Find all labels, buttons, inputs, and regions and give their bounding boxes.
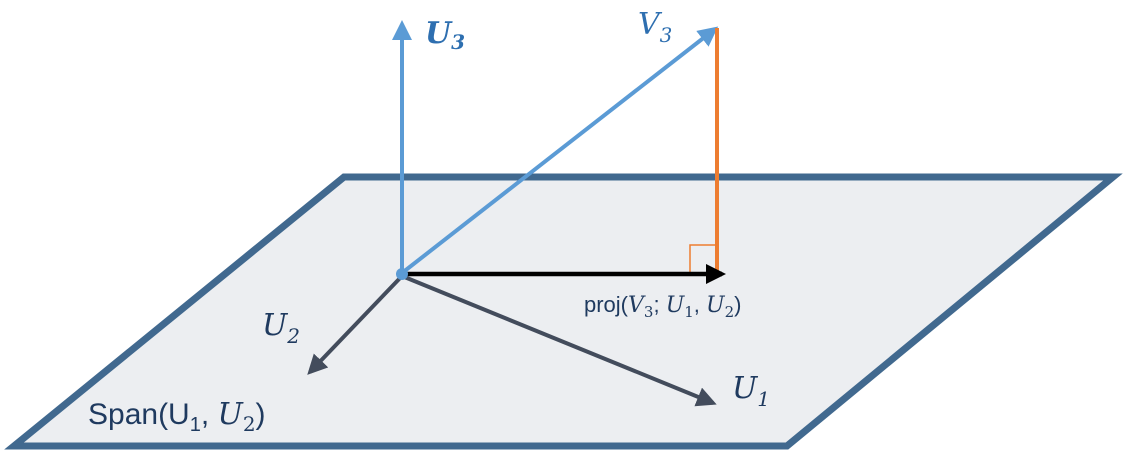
- u1-label-sub: 1: [757, 387, 770, 411]
- proj-sep: ;: [653, 292, 665, 317]
- proj-prefix: proj(: [584, 292, 629, 317]
- span-suffix: ): [256, 398, 266, 431]
- u3-label: U3: [425, 16, 465, 54]
- span-comma: ,: [201, 398, 218, 431]
- proj-u2-main: U: [706, 293, 726, 318]
- u2-vector: [307, 274, 404, 375]
- u3-label-sub: 3: [451, 30, 465, 54]
- span-prefix: Span(U: [88, 398, 190, 431]
- span-label: Span(U1, U2): [88, 397, 266, 436]
- right-angle-marker: [689, 244, 717, 274]
- u3-label-main: U: [425, 16, 453, 51]
- proj-v-main: V: [628, 293, 646, 318]
- proj-v-sub: 3: [644, 303, 654, 321]
- u2-label: U2: [262, 308, 300, 348]
- span-u2-sub: 2: [243, 412, 256, 436]
- u1-label: U1: [732, 371, 770, 411]
- proj-suffix: ): [734, 292, 741, 317]
- proj-u1-main: U: [666, 293, 686, 318]
- v3-label-main: V: [638, 7, 663, 42]
- proj-u2-sub: 2: [725, 303, 735, 321]
- u1-label-main: U: [732, 371, 759, 406]
- u2-label-sub: 2: [286, 324, 300, 348]
- span-plane: [4, 173, 1123, 450]
- proj-u1-sub: 1: [684, 303, 694, 321]
- u2-label-main: U: [262, 308, 289, 343]
- span-u1-sub: 1: [190, 414, 201, 436]
- proj-comma: ,: [694, 292, 706, 317]
- v3-label-sub: 3: [660, 23, 673, 47]
- v3-vector: [400, 26, 719, 275]
- v3-label: V3: [638, 7, 672, 47]
- origin-point: [396, 268, 408, 280]
- u1-vector: [401, 274, 717, 407]
- proj-label: proj(V3; U1, U2): [584, 292, 741, 321]
- span-u2-main: U: [218, 397, 245, 432]
